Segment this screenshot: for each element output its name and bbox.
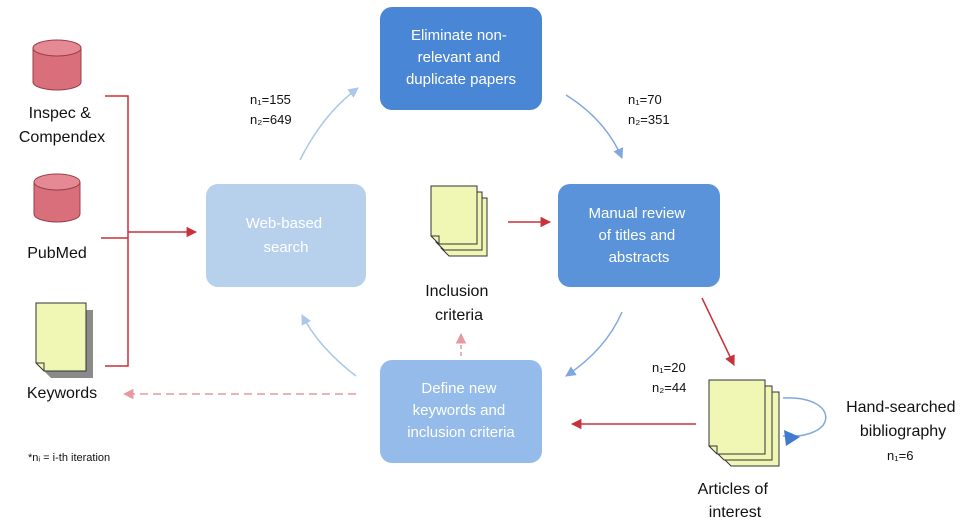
web-search-box: Web-based search <box>206 184 366 287</box>
keywords-document-icon <box>35 302 93 378</box>
articles-of-interest-label: Articles of interest <box>698 481 773 521</box>
svg-text:Define new keywords and: Define new keywords and inclusion criter… <box>407 380 515 441</box>
manual-review-box: Manual review of titles and abstracts <box>558 184 720 287</box>
arrow-define-to-search <box>301 314 357 377</box>
keywords-label: Keywords <box>27 385 97 402</box>
inspec-label: Inspec & Compendex <box>19 105 105 146</box>
define-new-box: Define new keywords and inclusion criter… <box>380 360 542 463</box>
svg-text:Eliminate non- relevant: Eliminate non- relevant and duplicate pa… <box>406 27 516 88</box>
inspec-database-icon <box>32 39 82 91</box>
articles-of-interest-documents-icon <box>708 379 780 467</box>
eliminate-box: Eliminate non- relevant and duplicate pa… <box>380 7 542 110</box>
arrow-review-to-define <box>565 311 623 377</box>
count-review-to-articles: n₁=20 n₂=44 <box>652 360 689 395</box>
hand-searched-loop-arrow <box>782 397 827 446</box>
inclusion-criteria-documents-icon <box>430 185 488 257</box>
arrow-search-to-eliminate <box>299 87 359 161</box>
count-search-to-eliminate: n₁=155 n₂=649 <box>250 92 295 127</box>
inclusion-criteria-label: Inclusion criteria <box>425 283 493 324</box>
footnote: *nᵢ = i-th iteration <box>28 452 110 464</box>
sources-bracket <box>101 95 198 367</box>
arrow-review-to-articles <box>701 297 735 366</box>
svg-text:Manual review of titles: Manual review of titles and abstracts <box>589 205 690 266</box>
pubmed-label: PubMed <box>27 245 87 262</box>
hand-searched-count: n₁=6 <box>887 448 913 463</box>
pubmed-database-icon <box>33 173 81 223</box>
count-eliminate-to-review: n₁=70 n₂=351 <box>628 92 670 127</box>
svg-text:Web-based search: Web-based search <box>246 215 327 256</box>
hand-searched-label: Hand-searched bibliography <box>846 399 960 440</box>
arrow-eliminate-to-review <box>565 94 624 159</box>
